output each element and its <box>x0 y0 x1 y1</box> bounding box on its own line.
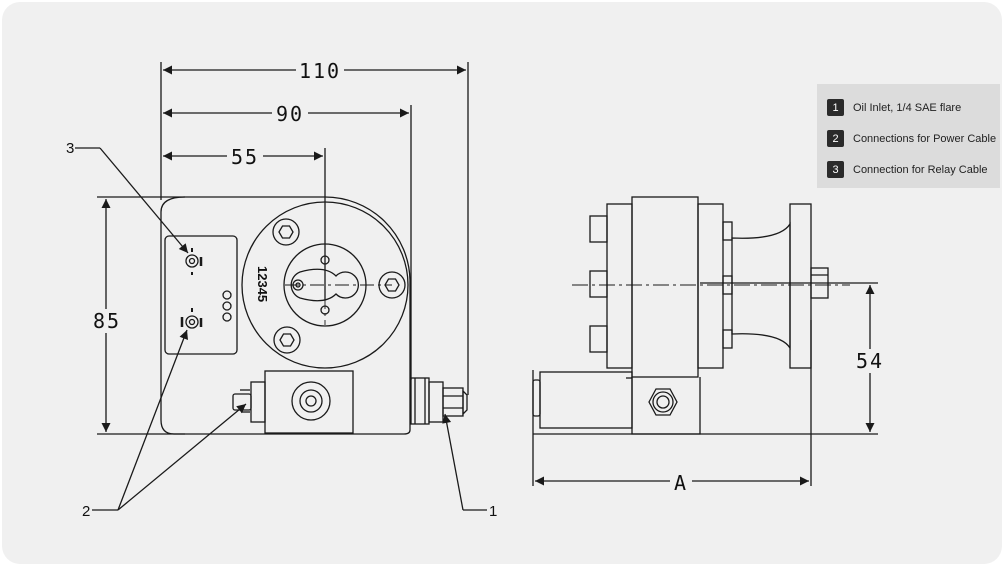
solenoid-connector <box>264 370 354 434</box>
legend-number-badge: 2 <box>827 130 844 147</box>
side-hex-fitting <box>648 388 678 416</box>
terminal-panel <box>164 235 238 355</box>
legend-item-label: Connection for Relay Cable <box>853 163 988 176</box>
callout-2: 2 <box>82 503 90 520</box>
legend-item-power-cable: 2 Connections for Power Cable <box>817 123 1000 154</box>
oil-inlet-fitting <box>410 377 430 425</box>
legend-item-relay-cable: 3 Connection for Relay Cable <box>817 154 1000 185</box>
dimension-55-label: 55 <box>231 145 259 169</box>
dimension-54-label: 54 <box>856 349 884 373</box>
callout-3: 3 <box>66 140 74 157</box>
dimension-85-label: 85 <box>93 309 121 333</box>
legend-number-badge: 3 <box>827 161 844 178</box>
legend-box: 1 Oil Inlet, 1/4 SAE flare 2 Connections… <box>817 84 1000 188</box>
front-body-outline <box>160 196 411 435</box>
legend-item-oil-inlet: 1 Oil Inlet, 1/4 SAE flare <box>817 92 1000 123</box>
legend-number-badge: 1 <box>827 99 844 116</box>
serial-number: 12345 <box>255 266 270 302</box>
dimension-90-label: 90 <box>276 102 304 126</box>
dimension-a-label: A <box>674 471 688 495</box>
dimension-110-label: 110 <box>299 59 341 83</box>
side-solenoid <box>539 371 633 429</box>
callout-1: 1 <box>489 503 497 520</box>
motor-face <box>241 201 409 369</box>
legend-item-label: Oil Inlet, 1/4 SAE flare <box>853 101 962 114</box>
mounting-flange <box>789 203 812 369</box>
pump-housing <box>631 196 699 378</box>
legend-item-label: Connections for Power Cable <box>853 132 997 145</box>
